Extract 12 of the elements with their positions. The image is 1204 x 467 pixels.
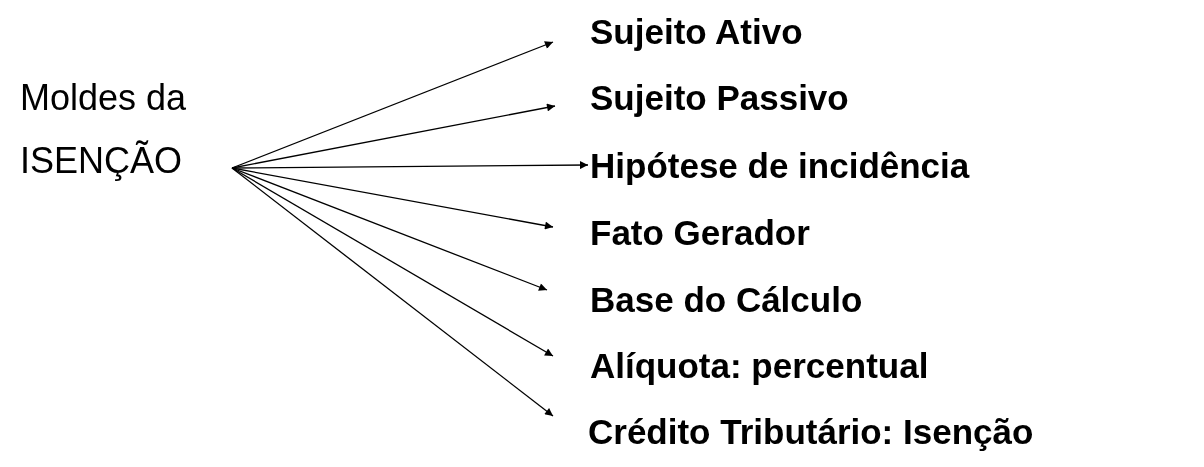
arrow — [231, 41, 554, 169]
node-label: Sujeito Ativo — [590, 11, 804, 53]
arrow — [231, 161, 589, 170]
node-label: Base do Cálculo — [590, 279, 864, 321]
node-label: Hipótese de incidência — [590, 145, 971, 187]
node-label: Crédito Tributário: Isenção — [588, 411, 1035, 453]
node-label: Sujeito Passivo — [590, 77, 850, 119]
arrow — [231, 167, 554, 417]
node-label: Alíquota: percentual — [590, 345, 930, 387]
arrow — [231, 167, 548, 291]
node-label: Fato Gerador — [590, 212, 811, 254]
node-label: Moldes da ISENÇÃO — [20, 76, 188, 183]
